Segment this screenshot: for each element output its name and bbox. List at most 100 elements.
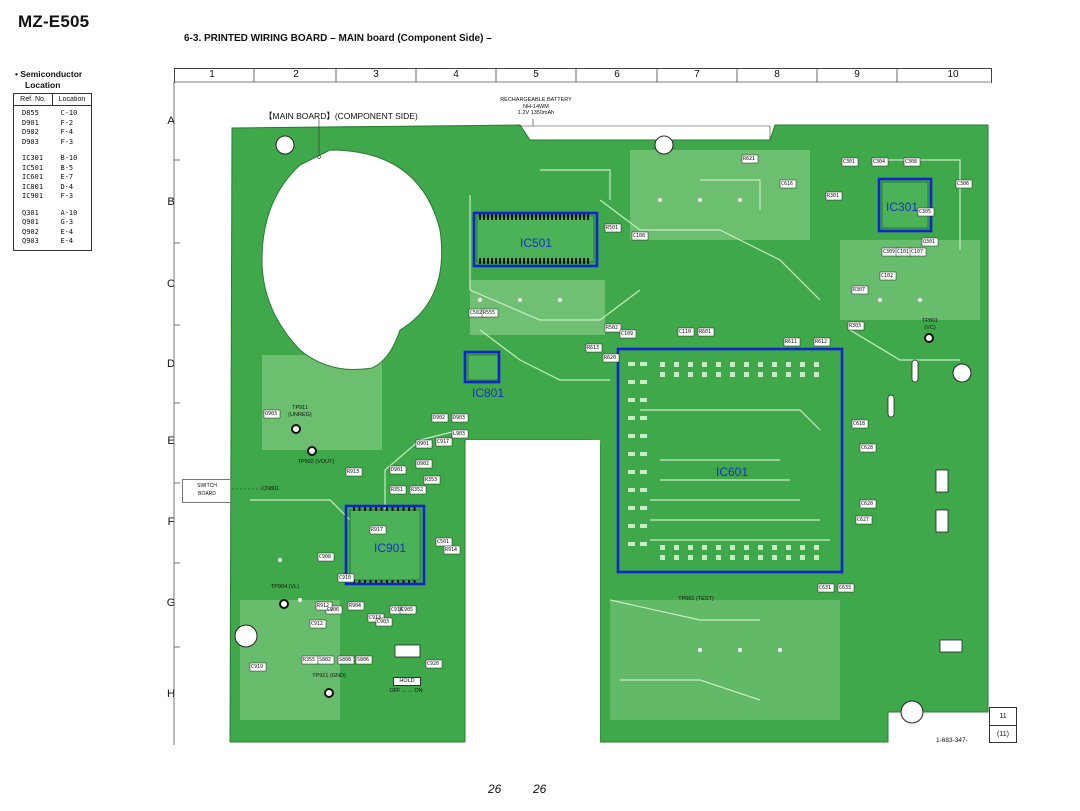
component-label: R912 [317, 603, 330, 609]
component-label: S808 [339, 657, 352, 663]
ic601-label: IC601 [716, 465, 749, 479]
component-label: C910 [339, 575, 352, 581]
component-label: C109 [621, 331, 634, 337]
component-box [871, 157, 889, 167]
sheet-box: 11 (11) [989, 707, 1017, 743]
switch-board-line1: SWITCH [197, 483, 217, 489]
ic601-pad [660, 545, 665, 550]
ic501-pin [495, 258, 497, 264]
ic601-pad [716, 545, 721, 550]
component-label: C306 [957, 181, 970, 187]
ic601-pad [688, 362, 693, 367]
col-location: Location [58, 96, 86, 103]
component-label: R620 [604, 355, 617, 361]
component-label: R352 [411, 487, 424, 493]
ic601-pad [640, 362, 647, 366]
component-label: R501 [606, 225, 619, 231]
component-label: R917 [371, 527, 384, 533]
component-label: C304 [873, 159, 886, 165]
component-box [825, 191, 843, 201]
ic501-pin [539, 258, 541, 264]
component-box [337, 655, 355, 665]
component-box [677, 327, 695, 337]
ic501-frame [472, 211, 599, 268]
location-cell: B-10 [60, 154, 78, 162]
component-label: R913 [347, 469, 360, 475]
ic601-pad [786, 555, 791, 560]
ic501-pin [515, 258, 517, 264]
ic501-pin [523, 214, 525, 220]
component-label: C627 [857, 517, 870, 523]
tp921-label: TP921 (GND) [312, 673, 346, 679]
component-label: R301 [827, 193, 840, 199]
ic601-pad [640, 524, 647, 528]
ic501-pin [491, 258, 493, 264]
ic501-pin [551, 214, 553, 220]
component-label: C309 [883, 249, 896, 255]
ic601-pad [730, 372, 735, 377]
page-number-right: 26 [533, 782, 547, 796]
component-box [909, 247, 927, 257]
component-label: R353 [425, 477, 438, 483]
ic601-pad [688, 372, 693, 377]
ic901-pin [358, 580, 361, 585]
ic601-pad [744, 545, 749, 550]
ic501-pin [575, 214, 577, 220]
component-label: C502 [470, 310, 483, 316]
ic501-pin [571, 214, 573, 220]
ic301-frame [877, 177, 933, 233]
component-box [435, 437, 453, 447]
component-box [375, 617, 393, 627]
component-box [443, 545, 461, 555]
ic601-pad [640, 380, 647, 384]
grid-column-6: 6 [614, 69, 620, 80]
component-label: C618 [853, 421, 866, 427]
component-box [249, 662, 267, 672]
legend-heading: • Semiconductor Location [15, 69, 82, 91]
component-label: C301 [843, 159, 856, 165]
ic601-pad [702, 372, 707, 377]
component-label: R904 [349, 603, 362, 609]
component-label: R613 [587, 345, 600, 351]
tp911-label: TP911 (UNREG) [288, 405, 312, 418]
component-label: D902 [433, 415, 446, 421]
tp001-label: TP001 (TEST) [678, 596, 714, 602]
component-box [837, 583, 855, 593]
component-box [619, 329, 637, 339]
location-cell: E-4 [60, 237, 74, 245]
ic601-frame [616, 347, 844, 574]
grid-column-7: 7 [694, 69, 700, 80]
ic501-pin [515, 214, 517, 220]
grid-row-B: B [167, 196, 175, 208]
component-label: C110 [679, 329, 692, 335]
ic601-pad [640, 434, 647, 438]
component-label: C620 [861, 501, 874, 507]
grid-row-G: G [166, 597, 176, 609]
ic601-pad [628, 470, 635, 474]
component-label: R611 [785, 339, 798, 345]
ic501-label: IC501 [520, 236, 553, 250]
component-box [955, 179, 973, 189]
component-label: Q902 [417, 461, 430, 467]
component-label: C912 [311, 621, 324, 627]
ic601-pad [800, 362, 805, 367]
ic601-pad [758, 555, 763, 560]
ic601-pad [786, 545, 791, 550]
ic501-pin [531, 258, 533, 264]
tp904-label: TP904 (VL) [270, 584, 300, 590]
ic601-pad [716, 362, 721, 367]
ic601-pad [674, 545, 679, 550]
ref-cell: IC901 [22, 192, 44, 200]
grid-lines [173, 81, 990, 745]
ic501-pin [567, 258, 569, 264]
ic601-pad [758, 372, 763, 377]
component-label: C903 [377, 619, 390, 625]
ic501-pin [587, 214, 589, 220]
component-box [585, 343, 603, 353]
component-box [859, 499, 877, 509]
switch-board-line2: BOARD [198, 491, 216, 497]
mounting-holes [234, 135, 972, 724]
